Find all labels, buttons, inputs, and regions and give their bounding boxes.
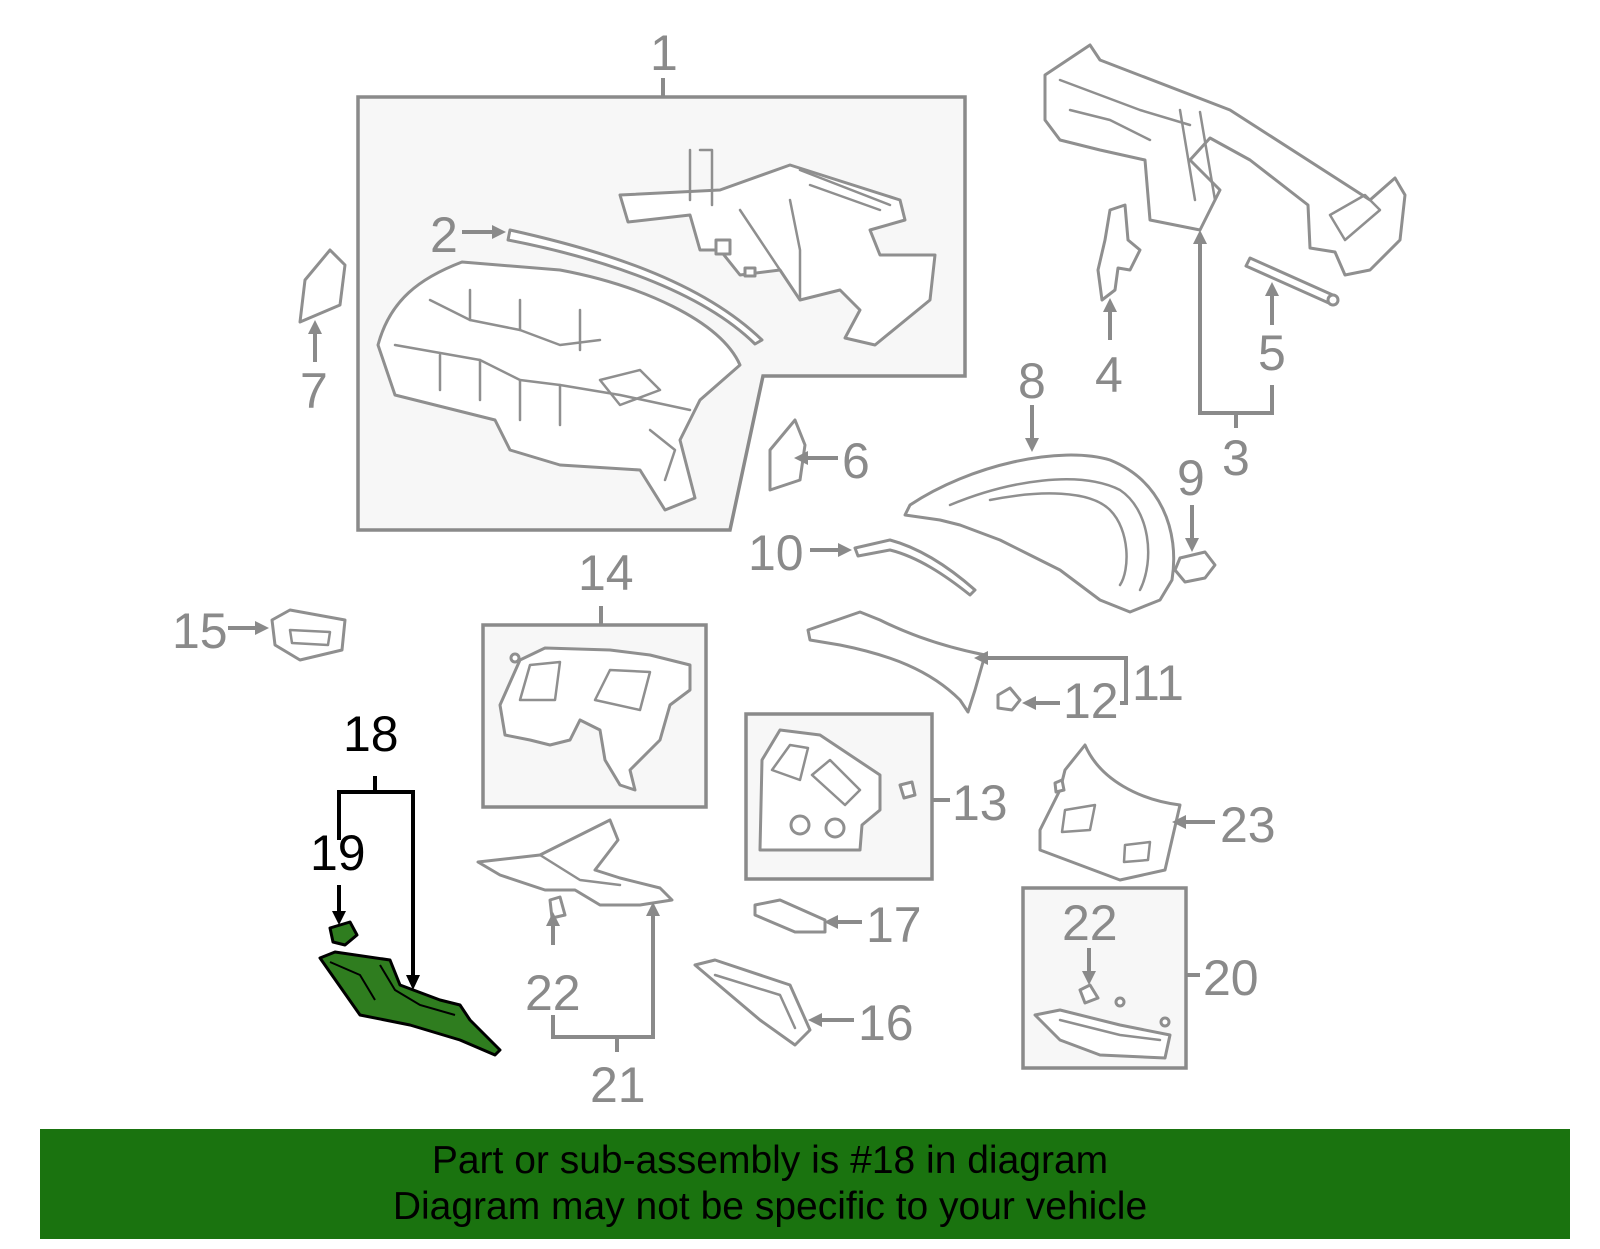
leader-17: 17 [824,897,922,953]
callout-12[interactable]: 12 [1063,673,1119,729]
callout-7[interactable]: 7 [300,363,328,419]
part-7-side-cover[interactable] [298,248,347,324]
info-banner: Part or sub-assembly is #18 in diagram D… [40,1129,1570,1239]
callout-10[interactable]: 10 [748,525,804,581]
callout-6[interactable]: 6 [842,433,870,489]
part-4-bracket[interactable] [1096,203,1142,302]
part-21-bracket[interactable] [476,818,674,907]
callout-5[interactable]: 5 [1258,325,1286,381]
part-10-trim[interactable] [853,538,977,597]
leader-11-12: 11 12 [974,651,1184,729]
leader-10: 10 [748,525,852,581]
callout-19[interactable]: 19 [310,825,366,881]
part-17-lid[interactable] [753,898,827,934]
part-3-steering-hanger-beam[interactable] [1043,43,1407,277]
part-14-meter-panel[interactable] [498,646,692,792]
part-2-trim-strip[interactable] [506,228,764,346]
banner-line-1: Part or sub-assembly is #18 in diagram [431,1139,1109,1182]
callout-1[interactable]: 1 [650,25,678,81]
callout-8[interactable]: 8 [1018,353,1046,409]
callout-18[interactable]: 18 [343,706,399,762]
callout-22-a[interactable]: 22 [525,965,581,1021]
leader-8: 8 [1018,353,1046,452]
callout-20[interactable]: 20 [1203,950,1259,1006]
leader-21-22: 22 21 [525,902,660,1113]
callout-17[interactable]: 17 [866,897,922,953]
leader-3: 3 [1193,230,1274,486]
leader-2: 2 [430,207,506,263]
callout-3[interactable]: 3 [1222,430,1250,486]
callout-9[interactable]: 9 [1177,450,1205,506]
leader-7: 7 [300,320,328,419]
part-11-garnish[interactable] [806,610,987,714]
part-19-clip-highlighted[interactable] [328,920,359,947]
part-12-clip[interactable] [996,686,1022,712]
callout-21[interactable]: 21 [590,1057,646,1113]
leader-9: 9 [1177,450,1205,552]
leader-4: 4 [1095,298,1123,403]
leader-16: 16 [808,995,914,1051]
part-1-dashboard[interactable] [376,260,742,512]
part-8-meter-visor[interactable] [903,453,1176,614]
part-15-vent[interactable] [270,608,347,662]
callout-23[interactable]: 23 [1220,797,1276,853]
part-23-side-panel[interactable] [1038,743,1182,882]
part-9-clip[interactable] [1173,550,1217,584]
part-20-lower-cover[interactable] [1033,983,1172,1060]
callout-14[interactable]: 14 [578,545,634,601]
part-6-end-cap[interactable] [768,418,807,492]
part-22-clip-a[interactable] [548,895,567,920]
callout-15[interactable]: 15 [172,603,228,659]
callout-11[interactable]: 11 [1132,655,1184,711]
callout-16[interactable]: 16 [858,995,914,1051]
leader-23: 23 [1172,797,1276,853]
part-13-center-panel[interactable] [758,728,917,852]
leader-6: 6 [794,433,870,489]
part-16-glove-box[interactable] [693,958,812,1047]
callout-2[interactable]: 2 [430,207,458,263]
leader-5: 5 [1258,282,1286,381]
leader-15: 15 [172,603,269,659]
part-18-lower-panel-highlighted[interactable] [318,950,502,1057]
banner-background [40,1129,1570,1239]
banner-line-2: Diagram may not be specific to your vehi… [392,1185,1148,1228]
callout-4[interactable]: 4 [1095,347,1123,403]
callout-22-b[interactable]: 22 [1062,895,1118,951]
callout-13[interactable]: 13 [952,775,1008,831]
callout-group-18: 18 19 [310,706,420,990]
part-1-air-duct[interactable] [618,148,937,347]
part-5-rod[interactable] [1244,256,1340,307]
